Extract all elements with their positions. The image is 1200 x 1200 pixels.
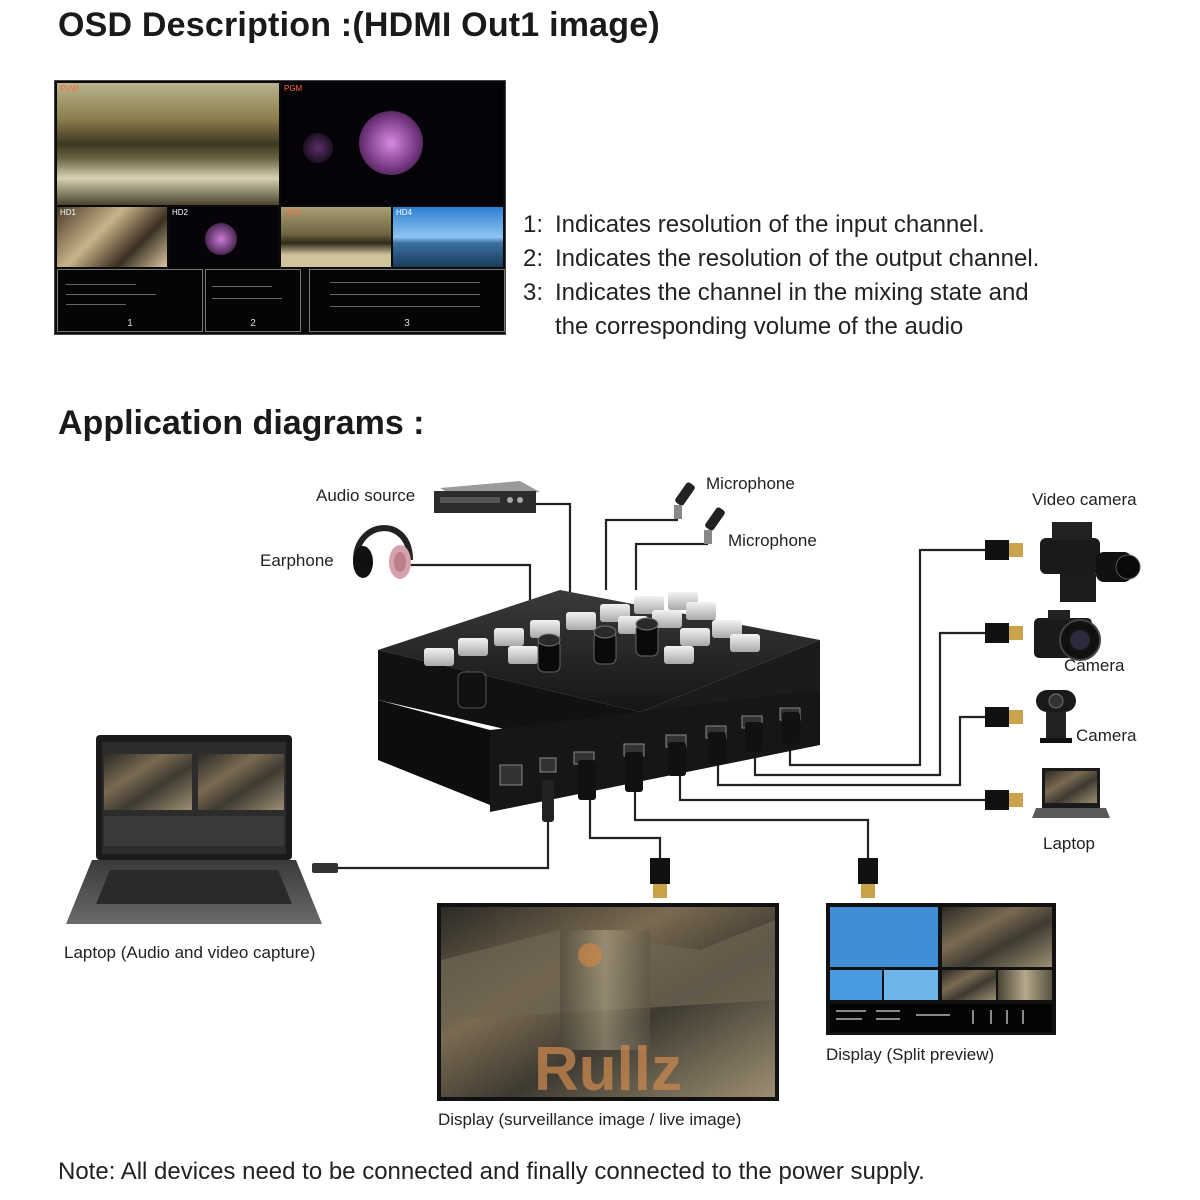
osd-tile-hd2: HD2 <box>169 207 279 267</box>
label-laptop-right: Laptop <box>1043 834 1095 853</box>
label-video-camera: Video camera <box>1032 490 1137 509</box>
microphone-icon-1 <box>674 482 695 519</box>
osd-item-number: 3: <box>523 279 544 306</box>
power-note: Note: All devices need to be connected a… <box>58 1158 925 1185</box>
cable-camera-2 <box>716 715 985 787</box>
hdmi-plugs <box>542 712 800 822</box>
watermark-text: Rullz <box>534 1035 682 1104</box>
cable-mic-2 <box>634 542 708 590</box>
osd-tile-label: PGM <box>284 84 303 93</box>
osd-panel-3: 3 <box>309 269 505 332</box>
display-split-screen <box>826 903 1056 1035</box>
cable-laptop-right <box>678 775 985 802</box>
camera-icon-2 <box>1036 690 1076 743</box>
volume-knobs <box>537 617 659 673</box>
osd-tile-pgm: PGM <box>281 83 503 205</box>
cable-usb-laptop <box>336 820 550 870</box>
cable-display-split <box>633 790 870 860</box>
osd-panel-1: 1 <box>57 269 203 332</box>
cable-audio-source <box>500 502 572 600</box>
osd-tile-label: PVW <box>60 84 79 93</box>
audio-source-device <box>434 481 540 513</box>
osd-tile-hd1: HD1 <box>57 207 167 267</box>
label-microphone-2: Microphone <box>728 531 817 550</box>
osd-item-text: Indicates resolution of the input channe… <box>555 211 985 238</box>
label-laptop-left: Laptop (Audio and video capture) <box>64 943 316 962</box>
cable-camera-1 <box>753 631 985 777</box>
osd-item: 1: Indicates resolution of the input cha… <box>523 208 1039 242</box>
planet-glow-small <box>303 133 333 163</box>
cable-mic-1 <box>604 518 678 590</box>
osd-item: 3: Indicates the channel in the mixing s… <box>523 276 1039 310</box>
cables <box>336 502 985 870</box>
label-earphone: Earphone <box>260 551 334 570</box>
laptop-icon-right <box>1032 768 1110 818</box>
cable-video-camera <box>788 548 985 767</box>
laptop-icon-left <box>66 735 338 924</box>
hdmi-connectors-right <box>985 540 1023 810</box>
osd-panel-number: 1 <box>127 318 133 329</box>
osd-tile-label: HD2 <box>172 208 189 217</box>
osd-panel-number: 3 <box>404 318 410 329</box>
osd-multiview-image: PVW PGM HD1 HD2 HD3 HD4 1 2 <box>54 80 506 335</box>
osd-heading: OSD Description :(HDMI Out1 image) <box>58 6 660 44</box>
label-camera-1: Camera <box>1064 656 1125 675</box>
display-live-screen <box>437 903 779 1101</box>
osd-panel-2: 2 <box>205 269 301 332</box>
osd-tile-label: HD3 <box>284 208 301 217</box>
camera-icon-1 <box>1034 610 1101 661</box>
osd-item-number: 2: <box>523 245 544 272</box>
osd-tile-hd4: HD4 <box>393 207 503 267</box>
label-display-split: Display (Split preview) <box>826 1045 995 1064</box>
osd-item-text: Indicates the channel in the mixing stat… <box>555 279 1029 306</box>
label-display-live: Display (surveillance image / live image… <box>438 1110 742 1129</box>
label-camera-2: Camera <box>1076 726 1137 745</box>
osd-panel-number: 2 <box>250 318 256 329</box>
cable-display-live <box>588 800 662 860</box>
osd-tile-pvw: PVW <box>57 83 279 205</box>
osd-item-number: 1: <box>523 211 544 238</box>
earphone-icon <box>353 525 413 579</box>
osd-tile-label: HD1 <box>60 208 77 217</box>
label-microphone-1: Microphone <box>706 474 795 493</box>
microphone-icon-2 <box>704 507 725 544</box>
planet-glow <box>205 223 237 255</box>
osd-tile-label: HD4 <box>396 208 413 217</box>
osd-tile-hd3: HD3 <box>281 207 391 267</box>
application-heading: Application diagrams : <box>58 404 425 442</box>
cable-earphone <box>405 563 532 600</box>
video-switcher-device <box>378 590 820 822</box>
label-audio-source: Audio source <box>316 486 416 505</box>
video-camera-icon <box>1040 522 1141 602</box>
osd-item: 2: Indicates the resolution of the outpu… <box>523 242 1039 276</box>
osd-item-continuation: the corresponding volume of the audio <box>555 313 964 340</box>
hdmi-connectors-bottom <box>650 858 878 898</box>
t-bar-fader <box>457 671 487 709</box>
osd-item-text: Indicates the resolution of the output c… <box>555 245 1040 272</box>
planet-glow <box>359 111 423 175</box>
osd-description-list: 1: Indicates resolution of the input cha… <box>523 208 1039 344</box>
